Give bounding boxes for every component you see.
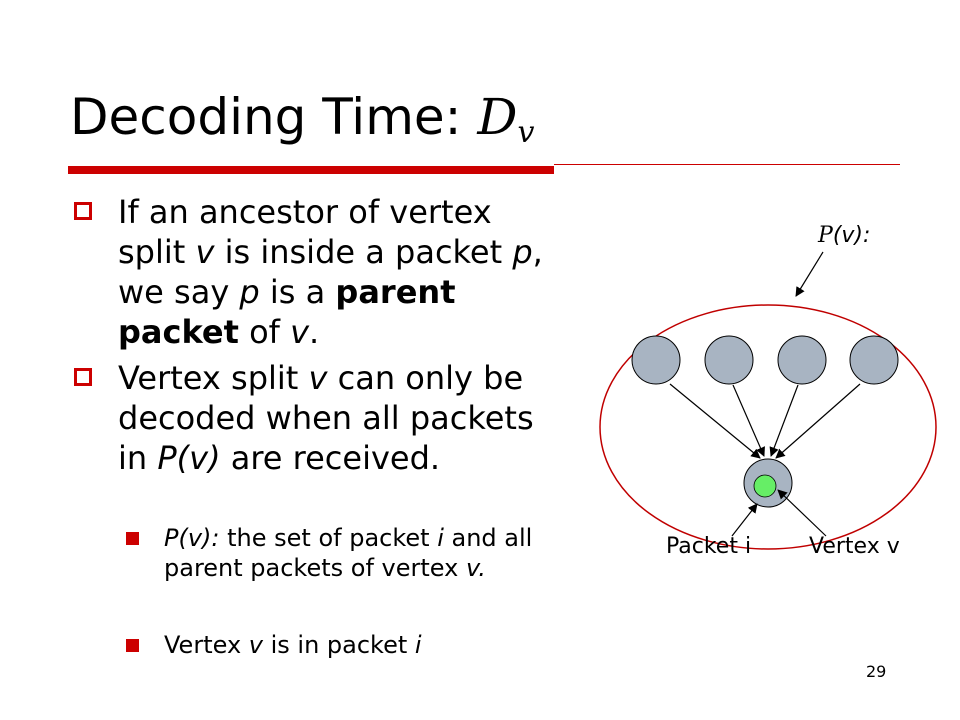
text-run: is in packet: [262, 631, 415, 659]
parent-packet-node: [631, 335, 681, 385]
bullet-1: If an ancestor of vertex split v is insi…: [74, 192, 544, 352]
pv-label-p: P: [817, 223, 834, 248]
subbullet-1-text: P(v): the set of packet i and all parent…: [164, 523, 544, 583]
title-math: Dv: [477, 88, 534, 148]
edge-arrow: [669, 383, 761, 459]
vertex-v-label: Vertex v: [809, 534, 900, 559]
bullet-2: Vertex split v can only be decoded when …: [74, 358, 544, 518]
text-run: v.: [465, 554, 486, 582]
text-run: v: [290, 313, 310, 351]
title-math-main: D: [477, 88, 518, 146]
edge-arrow: [732, 384, 765, 457]
title-math-sub: v: [517, 115, 535, 150]
text-run: Vertex split: [118, 359, 309, 397]
text-run: v: [195, 233, 215, 271]
text-run: If an ancestor of vertex split: [118, 193, 492, 271]
packet-i-pointer-arrow: [731, 503, 758, 537]
subbullet-1: P(v): the set of packet i and all parent…: [126, 523, 546, 615]
packet-i-label: Packet i: [666, 534, 751, 559]
text-run: , we say: [118, 233, 543, 311]
parent-packet-node: [777, 335, 827, 385]
hollow-square-bullet-icon: [74, 202, 92, 220]
text-run: p: [512, 233, 533, 271]
parent-packet-node: [849, 335, 899, 385]
text-run: of: [238, 313, 291, 351]
filled-square-bullet-icon: [126, 532, 139, 545]
bullet-2-text: Vertex split v can only be decoded when …: [118, 358, 554, 478]
slide-title: Decoding Time: Dv: [70, 92, 534, 148]
text-run: v: [248, 631, 263, 659]
text-run: p: [239, 273, 260, 311]
filled-square-bullet-icon: [126, 639, 139, 652]
text-run: parent packet: [118, 273, 456, 351]
title-text: Decoding Time:: [70, 88, 478, 146]
text-run: is inside a packet: [214, 233, 513, 271]
text-run: Vertex: [164, 631, 249, 659]
text-run: and all parent packets of vertex: [164, 524, 533, 582]
parent-packets-ellipse: [599, 304, 937, 550]
edge-arrow: [775, 383, 861, 459]
text-run: P(v): [157, 439, 221, 477]
pv-label-rest: (v):: [833, 223, 871, 248]
bullet-1-text: If an ancestor of vertex split v is insi…: [118, 192, 554, 352]
text-run: .: [309, 313, 320, 351]
text-run: the set of packet: [219, 524, 438, 552]
text-run: are received.: [220, 439, 441, 477]
subbullet-2: Vertex v is in packet i: [126, 630, 546, 662]
text-run: i: [414, 631, 422, 659]
vertex-v-node: [753, 474, 777, 498]
hollow-square-bullet-icon: [74, 368, 92, 386]
title-underline-thick: [68, 166, 554, 174]
text-run: i: [437, 524, 444, 552]
edge-arrow: [769, 384, 799, 457]
vertex-v-pointer-arrow: [777, 489, 827, 537]
page-number: 29: [866, 662, 887, 681]
pv-label: P(v):: [817, 223, 870, 248]
parent-packet-node: [704, 335, 754, 385]
pv-pointer-arrow: [795, 251, 824, 297]
title-underline-thin: [554, 164, 900, 165]
subbullet-2-text: Vertex v is in packet i: [164, 630, 544, 660]
text-run: P(v):: [164, 524, 220, 552]
text-run: v: [308, 359, 328, 397]
packet-diagram: P(v): Packet i Vertex v: [599, 223, 937, 559]
text-run: can only be decoded when all packets in: [118, 359, 534, 477]
text-run: is a: [259, 273, 336, 311]
